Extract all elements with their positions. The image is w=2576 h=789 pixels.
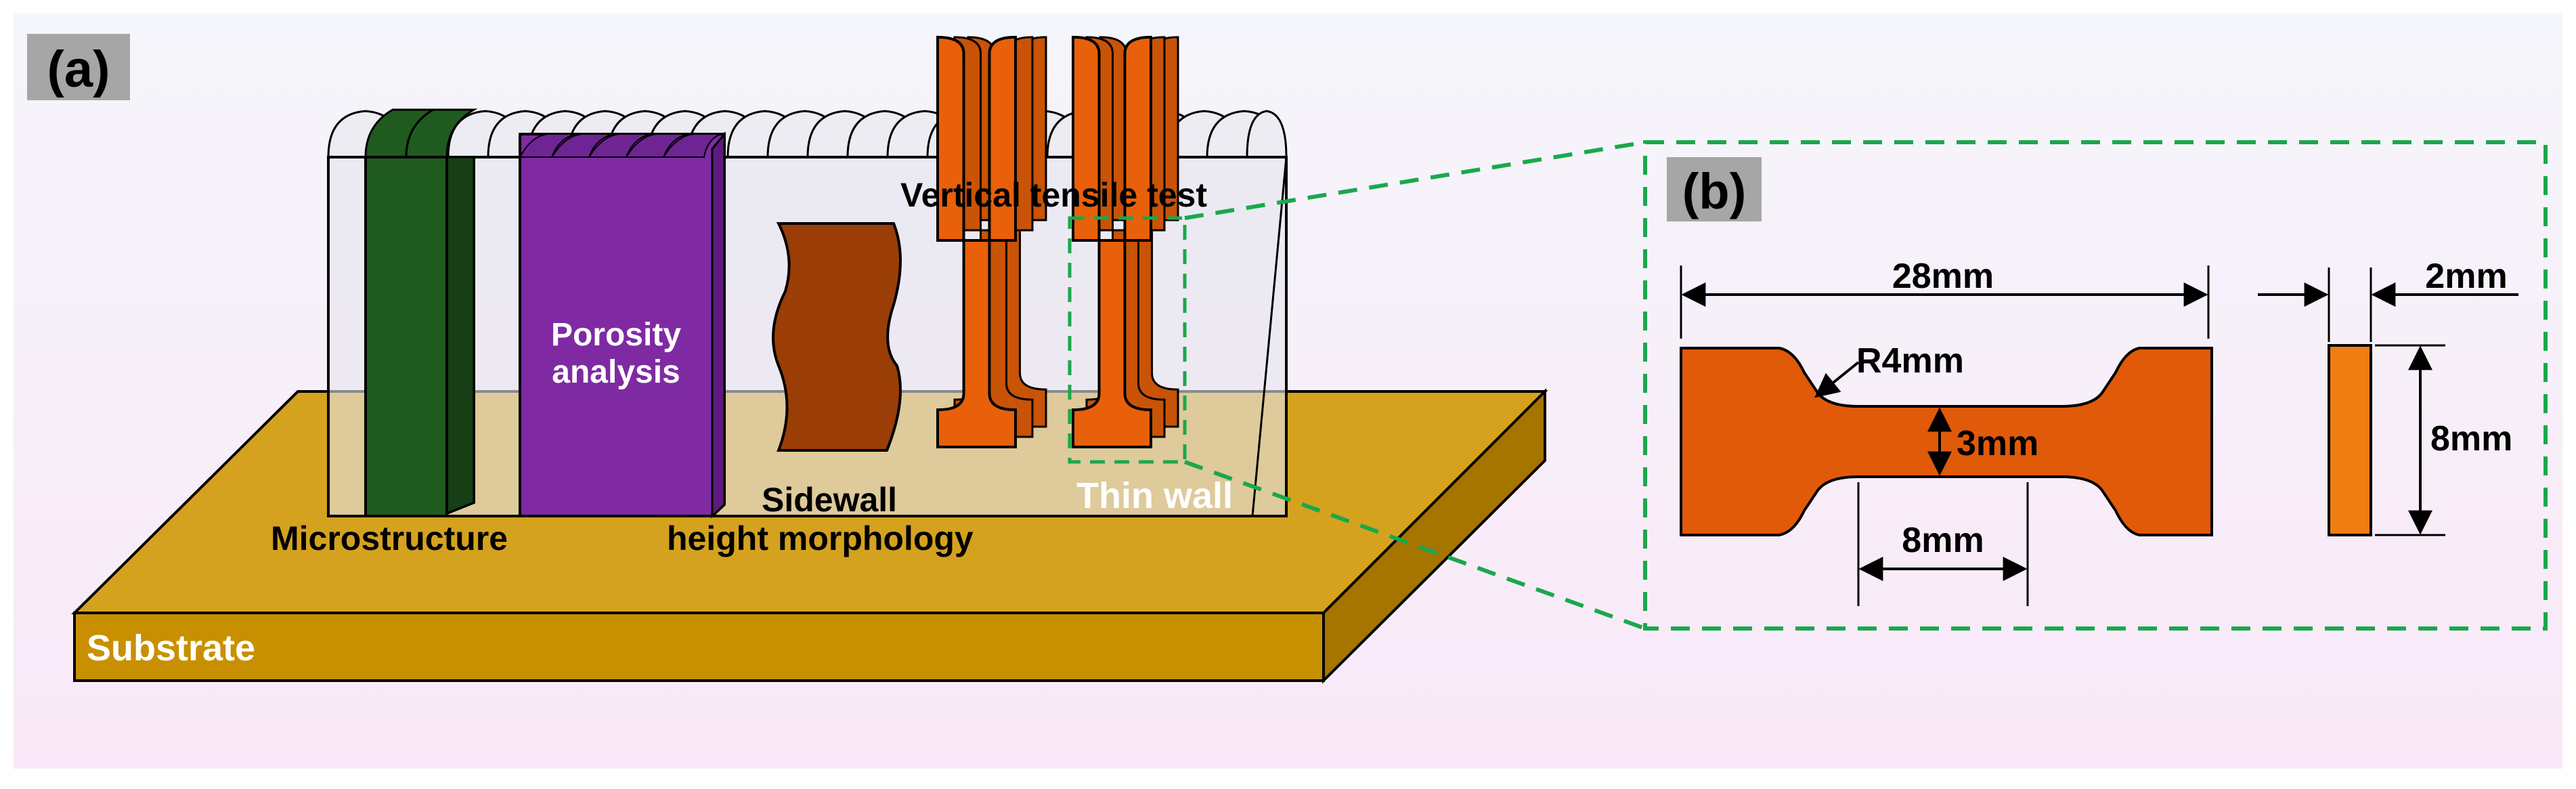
dim-gauge-width-label: 3mm: [1957, 424, 2038, 463]
tensile-specimen-group-2: [1072, 35, 1179, 448]
panel-b-label-box: [1667, 157, 1762, 221]
dim-height-label: 8mm: [2430, 419, 2512, 459]
sidewall-sample: [772, 222, 902, 452]
panel-b-label: (b): [1682, 163, 1747, 219]
tensile-specimen-group-1: [936, 35, 1047, 448]
substrate-label: Substrate: [87, 628, 255, 668]
dim-radius-leader: [1814, 361, 1860, 398]
sidewall-label-line1: Sidewall: [762, 481, 897, 519]
dim-gauge-length-label: 8mm: [1902, 521, 1984, 560]
porosity-sample: Porosity analysis: [519, 131, 726, 519]
panel-a: (a) Substrate Microstructure: [27, 34, 1548, 684]
thin-wall-label: Thin wall: [1076, 475, 1233, 516]
weld-bead: [1246, 110, 1288, 158]
zoom-connector-top: [1184, 140, 1646, 220]
porosity-label-line1: Porosity: [551, 317, 681, 353]
substrate-side-face: [1322, 388, 1546, 684]
zoom-detail-box: [1643, 140, 2548, 631]
zoom-connector-bottom: [1183, 460, 1646, 631]
porosity-label-line2: analysis: [552, 354, 680, 390]
panel-a-label-box: [27, 34, 130, 100]
dim-thickness-label: 2mm: [2425, 257, 2507, 296]
microstructure-sample: [364, 108, 478, 518]
zoom-source-box: [1068, 216, 1187, 464]
dim-length-label: 28mm: [1892, 257, 1994, 296]
tensile-test-label: Vertical tensile test: [900, 176, 1207, 214]
microstructure-label: Microstructure: [271, 519, 508, 557]
panel-a-label: (a): [47, 41, 110, 98]
sidewall-label-line2: height morphology: [667, 519, 974, 557]
specimen-side-view: [2328, 344, 2372, 536]
panel-b: (b) 28mm R4mm 3mm 8mm 2mm 8mm: [1643, 140, 2548, 631]
substrate-front-face: [73, 612, 1325, 682]
dim-radius-label: R4mm: [1856, 341, 1964, 381]
